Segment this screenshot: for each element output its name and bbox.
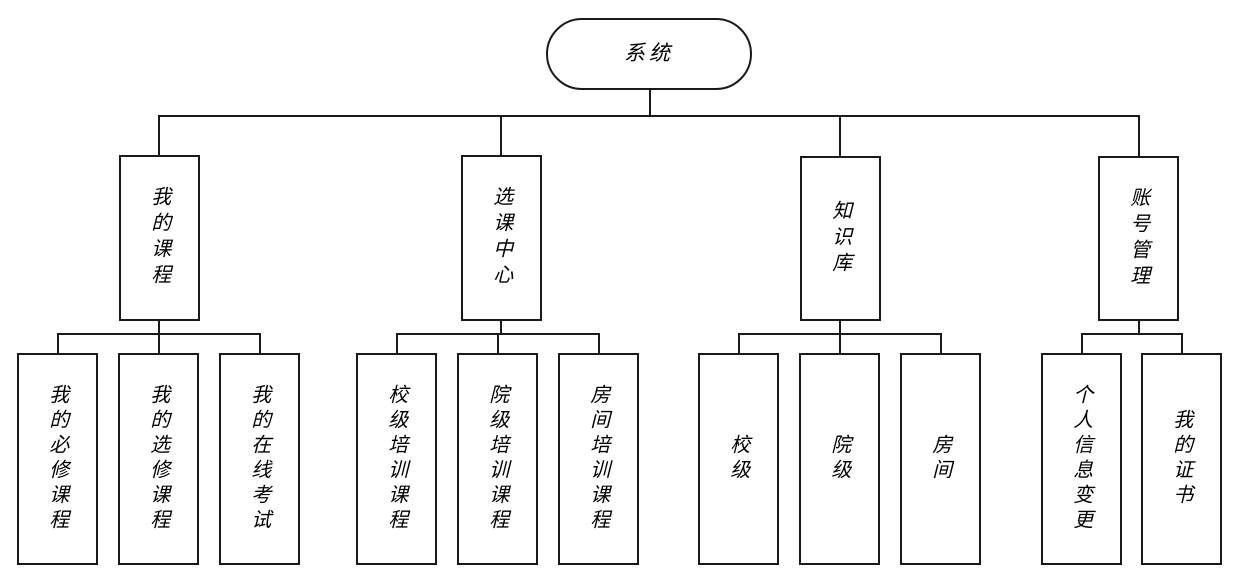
connector-drop-leaf-2-2 — [497, 333, 499, 354]
connector-drop-leaf-2-1 — [396, 333, 398, 354]
node-branch-course-selection-center[interactable]: 选课中心 — [461, 155, 542, 321]
node-leaf-label: 我的证书 — [1169, 409, 1194, 509]
connector-drop-branch-1 — [158, 115, 160, 156]
connector-drop-leaf-4-1 — [1081, 333, 1083, 354]
connector-stem-branch-4 — [1138, 320, 1140, 334]
connector-drop-leaf-1-3 — [259, 333, 261, 354]
node-branch-label: 选课中心 — [489, 186, 514, 290]
node-leaf-school-level-training-courses[interactable]: 校级培训课程 — [356, 353, 437, 565]
node-leaf-label: 我的必修课程 — [45, 384, 70, 534]
connector-root-stem — [649, 89, 651, 117]
node-leaf-label: 房间培训课程 — [586, 384, 611, 534]
node-leaf-label: 我的在线考试 — [247, 384, 272, 534]
node-branch-label: 知识库 — [828, 199, 853, 278]
node-branch-knowledge-base[interactable]: 知识库 — [800, 156, 881, 321]
node-branch-account-management[interactable]: 账号管理 — [1098, 156, 1179, 321]
node-leaf-label: 校级 — [726, 434, 751, 484]
node-leaf-room[interactable]: 房间 — [900, 353, 981, 565]
connector-drop-branch-4 — [1138, 115, 1140, 157]
connector-stem-branch-2 — [500, 320, 502, 334]
connector-level1-bus — [158, 115, 1140, 117]
connector-stem-branch-3 — [839, 320, 841, 334]
connector-drop-leaf-1-1 — [57, 333, 59, 354]
node-leaf-my-elective-courses[interactable]: 我的选修课程 — [118, 353, 199, 565]
node-leaf-label: 我的选修课程 — [146, 384, 171, 534]
node-leaf-personal-info-change[interactable]: 个人信息变更 — [1041, 353, 1122, 565]
connector-drop-branch-2 — [500, 115, 502, 156]
node-branch-label: 账号管理 — [1126, 186, 1151, 291]
connector-bus-branch-4 — [1081, 333, 1183, 335]
node-branch-label: 我的课程 — [147, 186, 172, 290]
node-root-system[interactable]: 系统 — [546, 18, 752, 90]
connector-drop-leaf-1-2 — [158, 333, 160, 354]
node-leaf-my-required-courses[interactable]: 我的必修课程 — [17, 353, 98, 565]
node-leaf-label: 校级培训课程 — [384, 384, 409, 534]
connector-drop-leaf-4-2 — [1181, 333, 1183, 354]
connector-drop-leaf-3-3 — [940, 333, 942, 354]
connector-drop-leaf-3-2 — [839, 333, 841, 354]
connector-drop-branch-3 — [839, 115, 841, 157]
node-leaf-room-training-courses[interactable]: 房间培训课程 — [558, 353, 639, 565]
connector-drop-leaf-2-3 — [598, 333, 600, 354]
node-leaf-label: 院级 — [827, 434, 852, 484]
connector-drop-leaf-3-1 — [738, 333, 740, 354]
node-leaf-college-level-training-courses[interactable]: 院级培训课程 — [457, 353, 538, 565]
node-leaf-school-level[interactable]: 校级 — [698, 353, 779, 565]
node-leaf-label: 房间 — [928, 434, 953, 484]
node-leaf-label: 个人信息变更 — [1069, 384, 1094, 534]
node-leaf-label: 院级培训课程 — [485, 384, 510, 534]
node-branch-my-courses[interactable]: 我的课程 — [119, 155, 200, 321]
node-leaf-my-certificates[interactable]: 我的证书 — [1141, 353, 1222, 565]
connector-stem-branch-1 — [158, 320, 160, 334]
node-leaf-college-level[interactable]: 院级 — [799, 353, 880, 565]
node-leaf-my-online-exams[interactable]: 我的在线考试 — [219, 353, 300, 565]
node-root-label: 系统 — [624, 41, 674, 66]
